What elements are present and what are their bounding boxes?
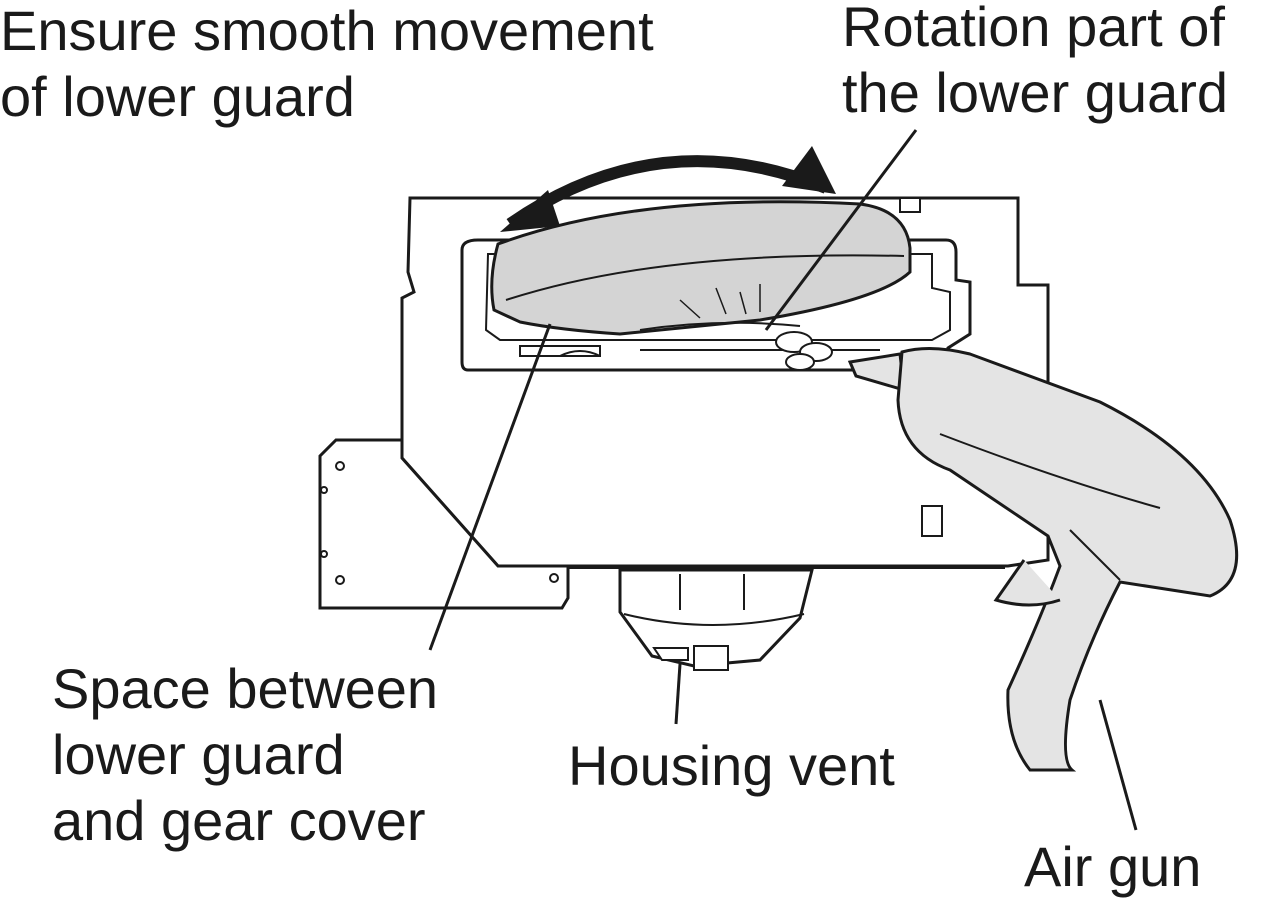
label-air-gun: Air gun <box>1024 835 1202 898</box>
leader-housing-vent <box>674 663 682 725</box>
label-rotation-part: Rotation part of the lower guard <box>842 0 1229 124</box>
rotation-arrowhead-left <box>500 190 560 232</box>
leader-rotation-part <box>764 129 918 331</box>
label-housing-vent: Housing vent <box>568 734 895 797</box>
side-bracket <box>318 438 570 610</box>
rotation-arrowhead-right <box>782 146 836 194</box>
air-gun-body <box>847 346 1239 772</box>
leader-space-between <box>428 323 552 651</box>
label-space-between: Space between lower guard and gear cover <box>52 657 439 852</box>
air-blast-puffs <box>775 331 833 371</box>
label-smooth-movement: Ensure smooth movement of lower guard <box>0 0 654 128</box>
housing-vent <box>618 568 814 671</box>
lower-guard <box>490 200 912 336</box>
leader-air-gun <box>1098 699 1138 831</box>
leader-lines <box>428 129 1138 831</box>
